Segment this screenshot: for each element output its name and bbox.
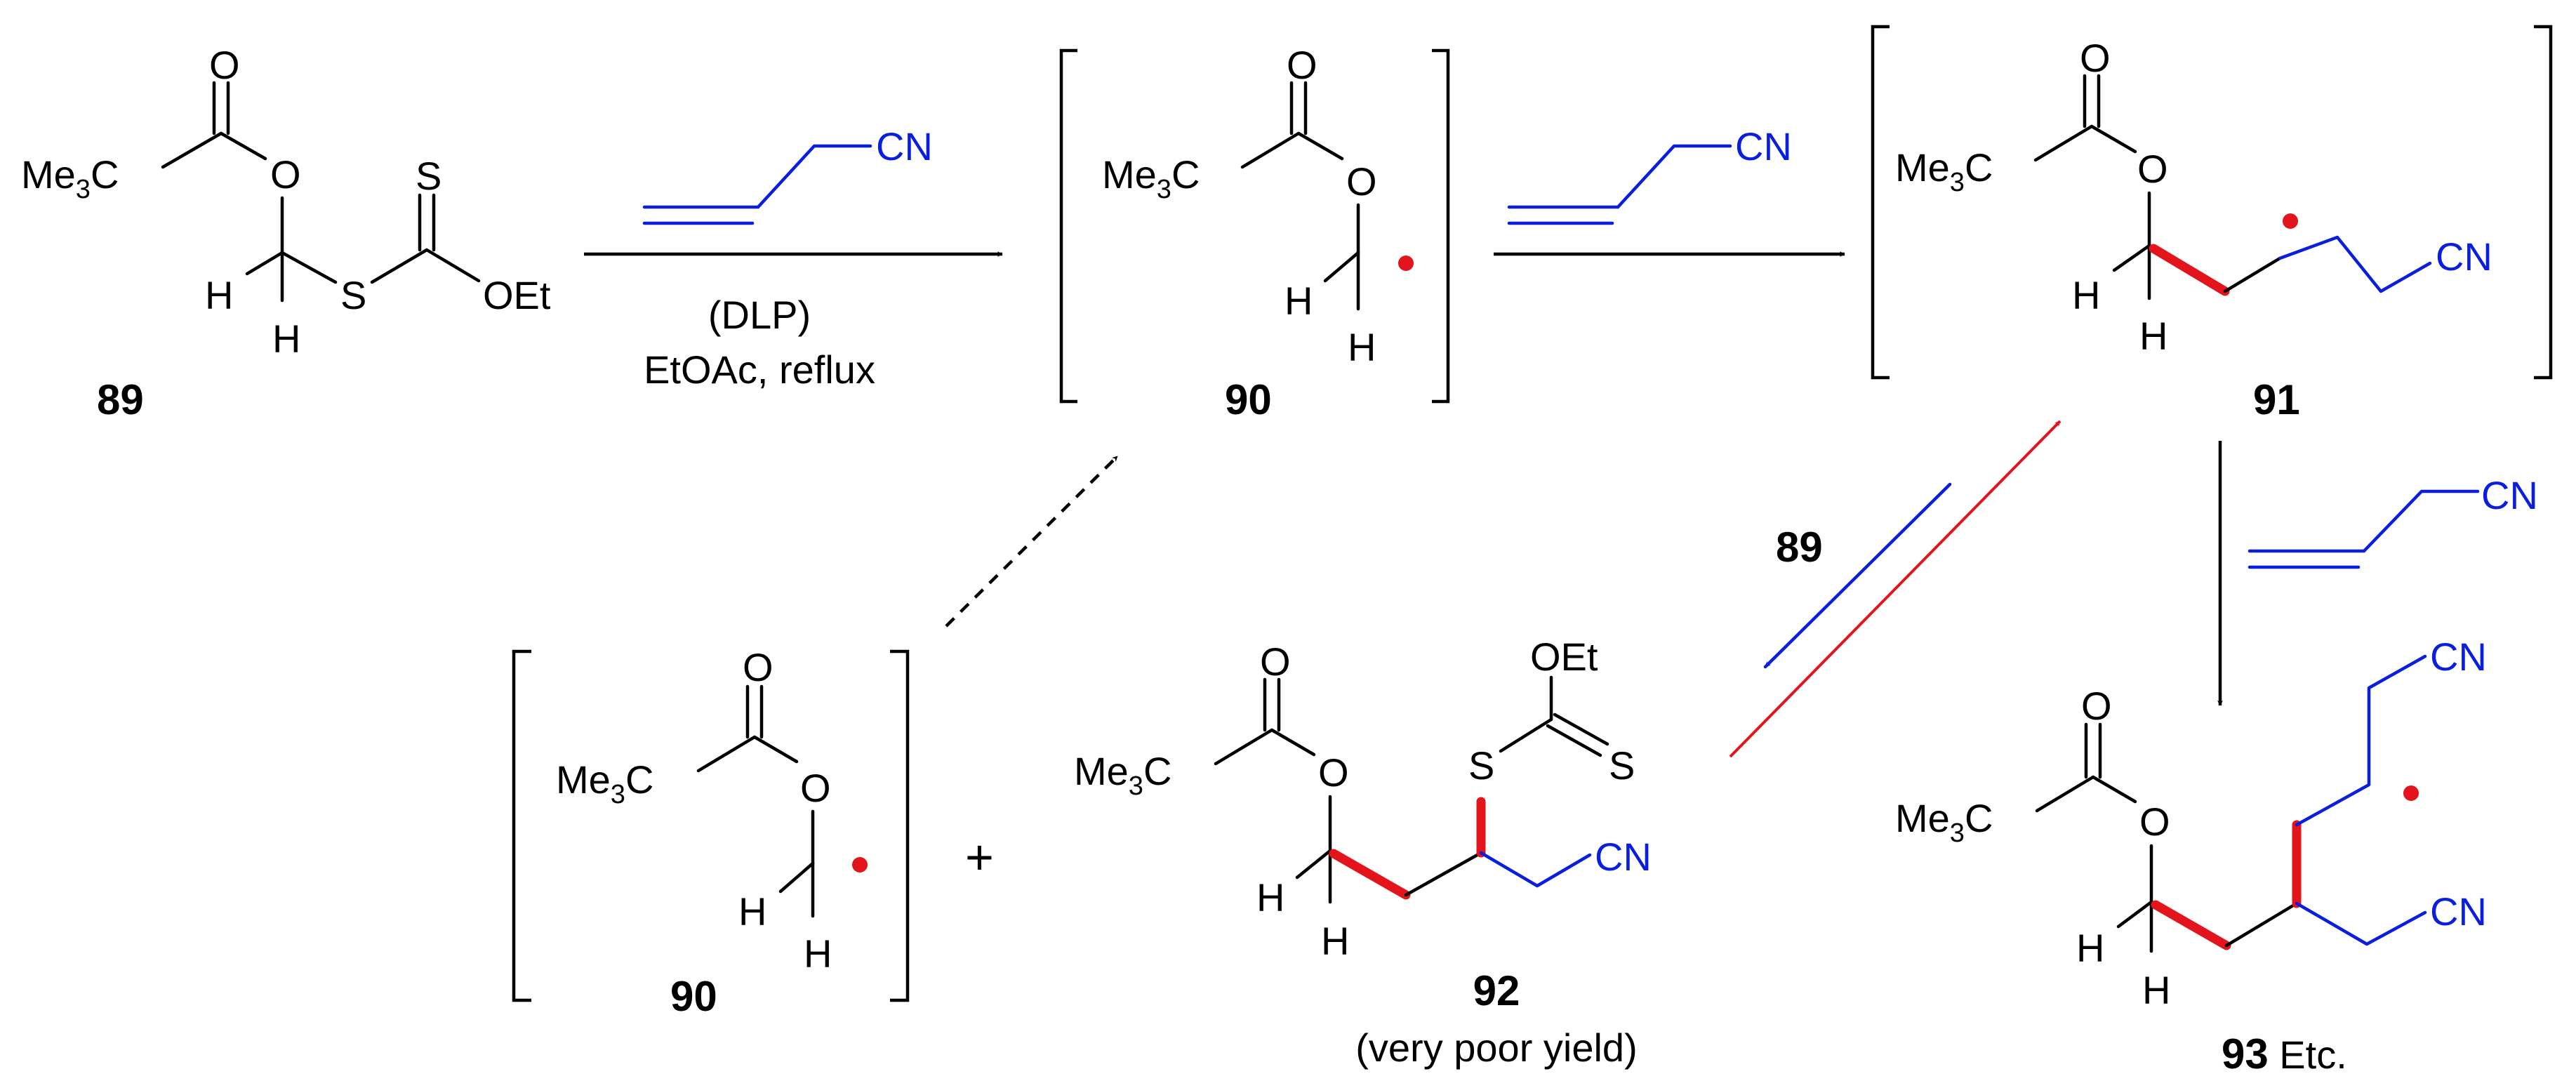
radical-dot [852, 857, 868, 873]
nitrile-group-2: CN [2430, 889, 2487, 934]
hydrogen-1: H [738, 889, 766, 934]
thione-sulfur: S [416, 154, 441, 198]
condition-solvent: EtOAc, reflux [644, 347, 875, 392]
carbonyl-oxygen: O [2081, 684, 2112, 728]
compound-number-90: 90 [670, 973, 717, 1020]
hydrogen-1: H [1284, 279, 1313, 323]
nitrile-group-1: CN [2430, 635, 2487, 679]
hydrogen-2: H [1321, 919, 1349, 963]
compound-93: Me3C O O H H CN CN 93 Etc. [1895, 635, 2487, 1077]
ester-oxygen: O [1318, 750, 1349, 795]
bracket-left [1059, 48, 1077, 404]
thione-sulfur: S [1609, 743, 1635, 788]
bracket-right [2534, 25, 2553, 380]
plus-sign: + [965, 830, 994, 884]
me3c-label: Me3C [1074, 749, 1171, 801]
bracket-right [1432, 48, 1450, 404]
ethoxy-group: OEt [1530, 635, 1598, 679]
hydrogen-2: H [1348, 325, 1376, 369]
new-bond-1 [2151, 900, 2231, 950]
compound-90-bottom: Me3C O O H H 90 [512, 645, 910, 1020]
allyl-cyanide-cn: CN [876, 124, 933, 168]
me3c-label: Me3C [21, 152, 119, 204]
carbonyl-oxygen: O [743, 645, 774, 689]
compound-number-89: 89 [97, 376, 144, 423]
arrow-91-to-92 [1763, 482, 1952, 669]
bracket-left [512, 649, 531, 1002]
me3c-label: Me3C [556, 757, 653, 809]
step-2-reagents: CN [1507, 124, 1792, 225]
hydrogen-2: H [2142, 968, 2170, 1012]
radical-dot [2283, 213, 2298, 229]
compound-92: Me3C O O H H S OEt S CN 92 (very poor yi… [1074, 635, 1652, 1070]
compound-number-90: 90 [1225, 376, 1272, 423]
carbonyl-oxygen: O [1260, 639, 1291, 684]
ester-oxygen: O [2137, 147, 2168, 191]
arrow-92-to-91 [1729, 420, 2062, 758]
ethoxy-group: OEt [483, 273, 551, 317]
compound-number-93: 93 Etc. [2222, 1030, 2347, 1077]
hydrogen-2: H [2139, 314, 2167, 358]
hydrogen-2: H [272, 317, 300, 361]
reagent-89-label: 89 [1776, 524, 1823, 571]
step-1-reagents: CN [642, 124, 933, 225]
bracket-left [1871, 25, 1890, 380]
condition-initiator: (DLP) [708, 293, 811, 337]
ester-oxygen: O [2139, 800, 2170, 844]
ester-oxygen: O [800, 766, 831, 810]
radical-dot [1398, 256, 1414, 271]
bracket-right [890, 649, 910, 1002]
carbonyl-oxygen: O [209, 43, 240, 87]
hydrogen-1: H [1256, 875, 1284, 920]
radical-dot [2403, 785, 2419, 801]
thioether-sulfur: S [340, 273, 366, 317]
hydrogen-1: H [2072, 273, 2100, 317]
ester-oxygen: O [270, 152, 301, 197]
compound-91: Me3C O O H H CN 91 [1871, 25, 2553, 423]
allyl-cyanide-cn: CN [2481, 473, 2538, 517]
nitrile-group: CN [1595, 835, 1652, 879]
ester-oxygen: O [1346, 159, 1377, 204]
yield-note: (very poor yield) [1355, 1026, 1637, 1070]
allyl-cyanide-cn: CN [1735, 124, 1792, 168]
compound-89: Me3C O O H H S S OEt 89 [21, 43, 551, 423]
compound-number-92: 92 [1473, 967, 1520, 1014]
new-bond [1329, 849, 1411, 900]
me3c-label: Me3C [1895, 145, 1993, 197]
arrow-regenerate-90 [945, 455, 1119, 628]
carbonyl-oxygen: O [2080, 36, 2111, 80]
step-3-reagents: CN [2248, 473, 2538, 569]
me3c-label: Me3C [1102, 152, 1200, 204]
hydrogen-1: H [2076, 926, 2104, 970]
hydrogen-1: H [205, 273, 233, 317]
compound-90-top: Me3C O O H H 90 [1059, 43, 1450, 423]
nitrile-group: CN [2436, 234, 2492, 279]
carbonyl-oxygen: O [1287, 43, 1317, 87]
me3c-label: Me3C [1895, 796, 1993, 848]
new-bond [2149, 244, 2230, 296]
thioether-sulfur: S [1468, 743, 1494, 788]
compound-number-91: 91 [2253, 376, 2300, 423]
hydrogen-2: H [804, 931, 832, 976]
